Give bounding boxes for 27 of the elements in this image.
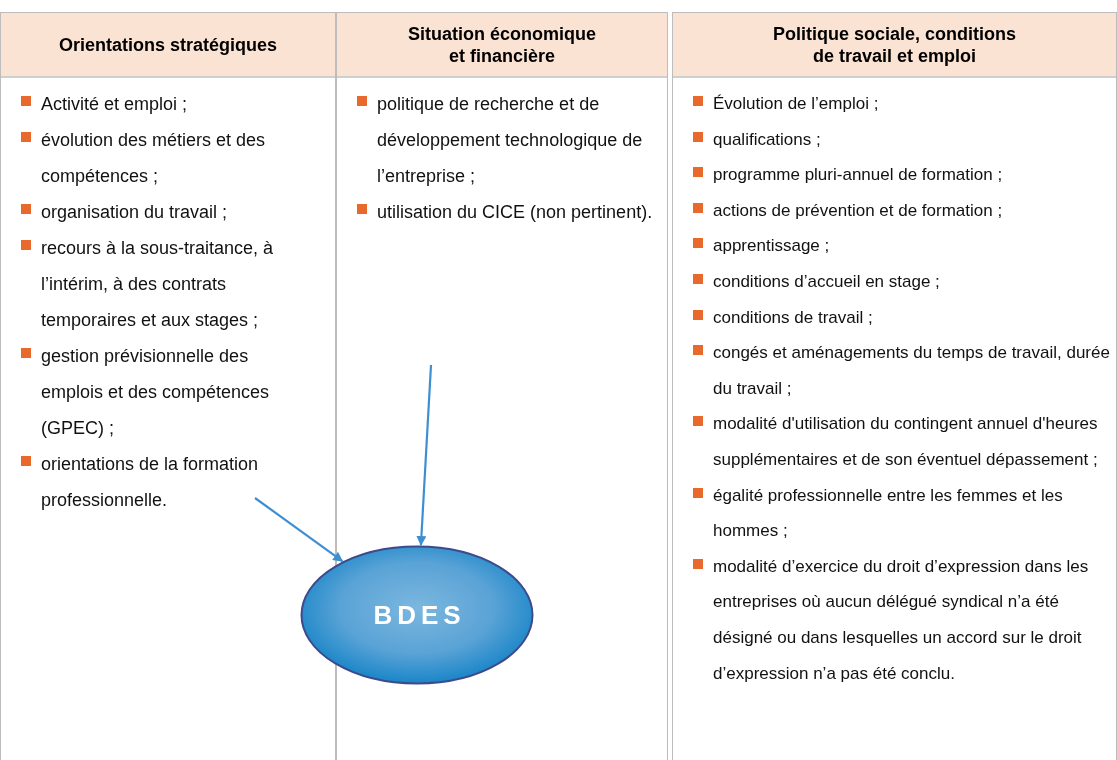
list-item: égalité professionnelle entre les femmes et les hommes ;	[713, 484, 1064, 543]
list-item: orientations de la formation professionnelle.	[41, 453, 260, 512]
column-header: Politique sociale, conditions de travail et emploi	[673, 13, 1116, 78]
list-item: modalité d'utilisation du contingent annuel d'heures supplémentaires et de son éventuel dépassement ;	[713, 413, 1099, 471]
list-item: qualifications ;	[713, 128, 822, 151]
list-item: programme pluri-annuel de formation ;	[713, 164, 1004, 187]
list-item: actions de prévention et de formation ;	[713, 199, 1004, 222]
ellipse-label: BDES	[373, 598, 466, 632]
table-column	[672, 12, 1117, 760]
list-item: organisation du travail ;	[41, 201, 229, 224]
list-item: modalité d’exercice du droit d’expression dans les entreprises où aucun délégué syndical n’a été désigné ou dans lesquelles un accord sur le droit d’expression n’a pas été conclu.	[713, 555, 1090, 685]
list-item: utilisation du CICE (non pertinent).	[377, 201, 654, 224]
list-item: recours à la sous-traitance, à l’intérim, à des contrats temporaires et aux stages ;	[41, 237, 275, 332]
list-item: évolution des métiers et des compétences ;	[41, 129, 267, 188]
table-column	[0, 12, 336, 760]
list-item: conditions de travail ;	[713, 306, 874, 329]
list-item: apprentissage ;	[713, 235, 831, 258]
column-header: Orientations stratégiques	[1, 13, 335, 78]
list-item: Activité et emploi ;	[41, 93, 189, 116]
column-header: Situation économique et financière	[337, 13, 667, 78]
list-item: congés et aménagements du temps de travail, durée du travail ;	[713, 342, 1111, 400]
arrow	[254, 497, 344, 562]
list-item: Évolution de l’emploi ;	[713, 93, 880, 115]
list-item: conditions d’accueil en stage ;	[713, 270, 941, 293]
arrow	[416, 364, 433, 547]
list-item: gestion prévisionnelle des emplois et des compétences (GPEC) ;	[41, 345, 271, 440]
list-item: politique de recherche et de développement technologique de l’entreprise ;	[377, 93, 644, 188]
